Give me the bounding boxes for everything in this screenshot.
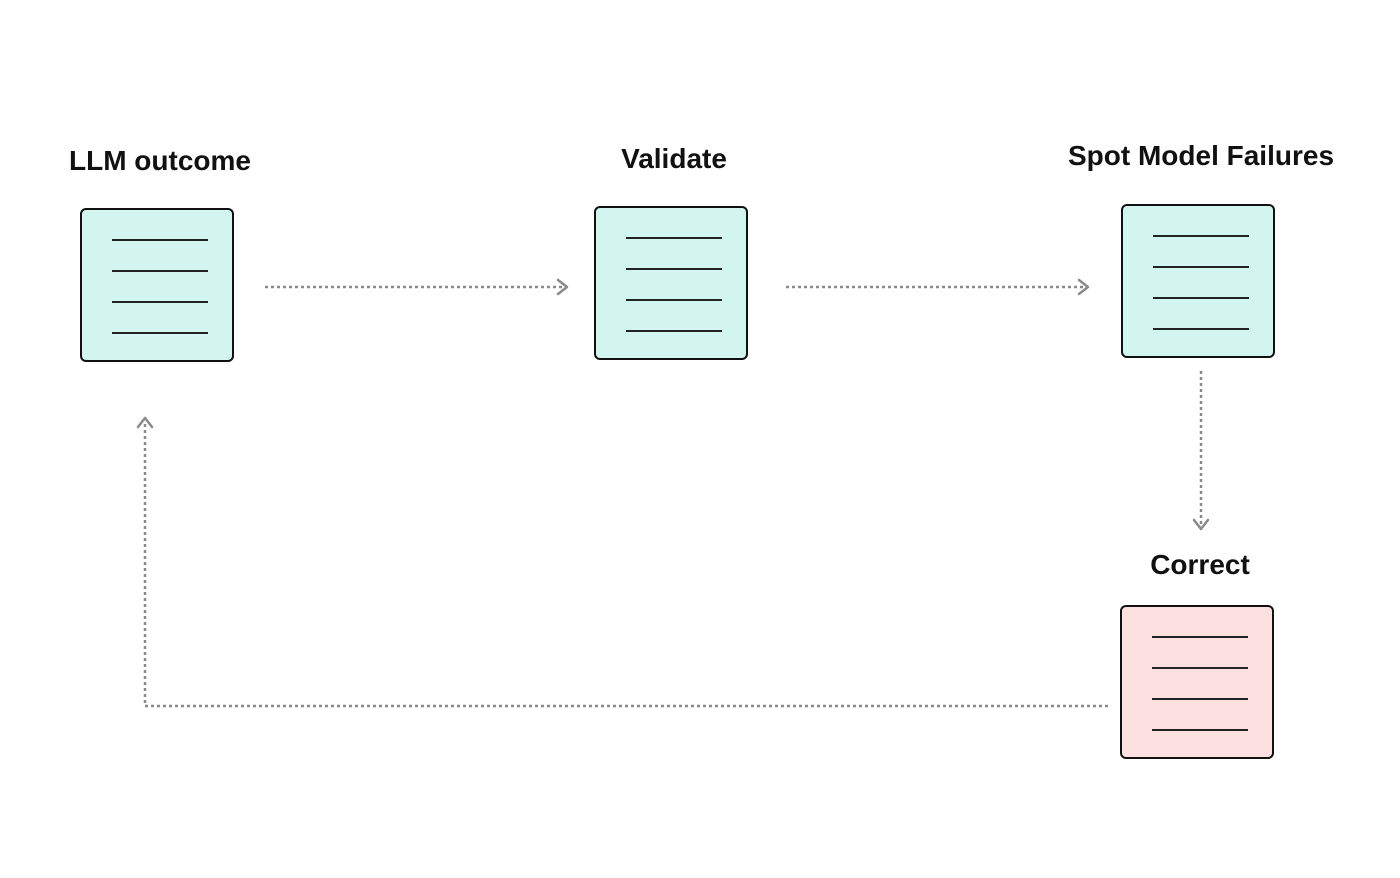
doc-line: [626, 330, 722, 332]
doc-line: [112, 332, 208, 334]
doc-line: [626, 299, 722, 301]
arrowhead-validate: [556, 278, 569, 296]
arrowhead-correct: [1192, 518, 1210, 531]
node-label-correct: Correct: [1150, 549, 1250, 580]
doc-line: [112, 270, 208, 272]
doc-line: [1153, 328, 1249, 330]
doc-line: [112, 239, 208, 241]
doc-line: [1153, 235, 1249, 237]
doc-line: [626, 237, 722, 239]
node-label-validate: Validate: [621, 143, 727, 174]
doc-line: [1152, 729, 1248, 731]
arrowhead-llm: [136, 416, 154, 429]
doc-line: [626, 268, 722, 270]
document-icon: [594, 206, 748, 360]
arrowhead-spot: [1077, 278, 1090, 296]
node-label-llm-outcome: LLM outcome: [69, 145, 251, 176]
document-icon: [1121, 204, 1275, 358]
doc-line: [1153, 266, 1249, 268]
node-label-spot-model-failures: Spot Model Failures: [1067, 140, 1335, 171]
document-icon: [1120, 605, 1274, 759]
doc-line: [1153, 297, 1249, 299]
doc-line: [1152, 667, 1248, 669]
edge-correct-to-llm: [143, 424, 1108, 708]
doc-line: [1152, 698, 1248, 700]
document-icon: [80, 208, 234, 362]
doc-line: [1152, 636, 1248, 638]
doc-line: [112, 301, 208, 303]
